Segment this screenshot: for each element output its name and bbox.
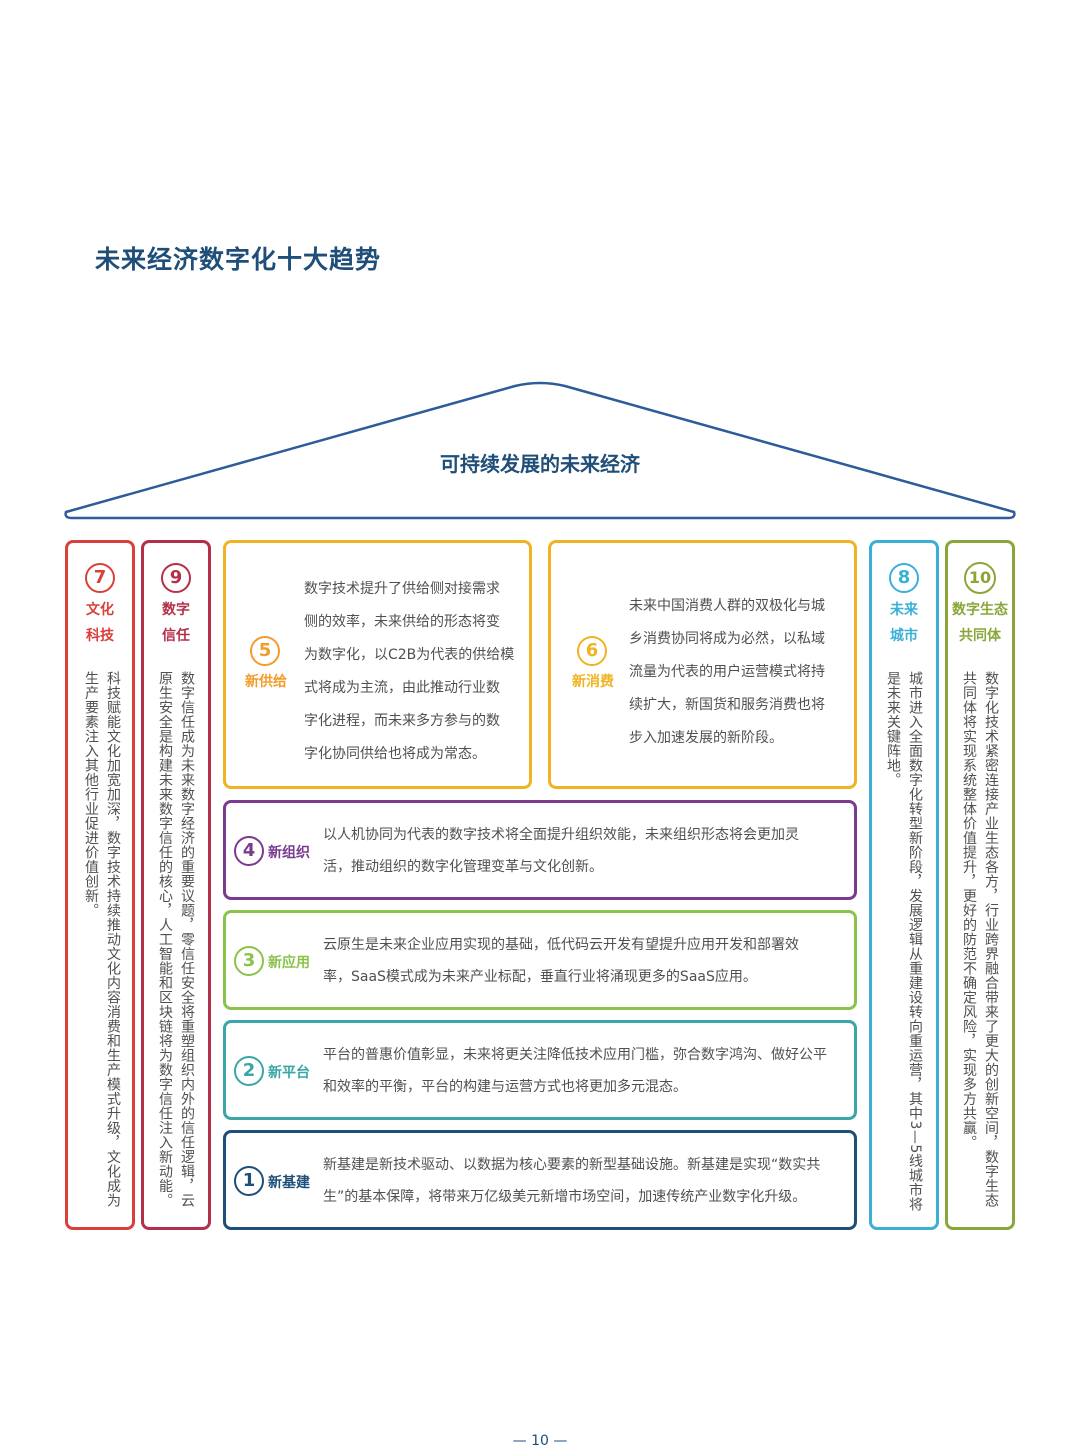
pillar-8-future-city: 8 未来 城市 城市进入全面数字化转型新阶段，发展逻辑从重建设转向重运营，其中3… xyxy=(869,540,939,1230)
pillar-9-digital-trust: 9 数字 信任 数字信任成为未来数字经济的重要议题，零信任安全将重塑组织内外的信… xyxy=(141,540,211,1230)
pillar-10-tag-1: 数字生态 xyxy=(952,602,1008,618)
number-badge-5: 5 xyxy=(250,636,280,666)
trend-1-text: 新基建是新技术驱动、以数据为核心要素的新型基础设施。新基建是实现“数实共生”的基… xyxy=(323,1157,821,1205)
trend-6-tag: 新消费 xyxy=(572,674,614,690)
trend-5-tag: 新供给 xyxy=(245,674,287,690)
page-number: — 10 — xyxy=(512,1433,568,1449)
number-badge-9: 9 xyxy=(161,563,191,593)
pillar-9-text: 数字信任成为未来数字经济的重要议题，零信任安全将重塑组织内外的信任逻辑，云原生安… xyxy=(157,671,195,1208)
pillar-7-tag-2: 科技 xyxy=(86,628,114,644)
trend-3-tag: 新应用 xyxy=(268,955,310,971)
trend-6-text: 未来中国消费人群的双极化与城乡消费协同将成为必然，以私域 流量为代表的用户运营模… xyxy=(629,598,825,746)
number-badge-1: 1 xyxy=(234,1166,264,1196)
page-title: 未来经济数字化十大趋势 xyxy=(95,245,382,274)
trend-4-new-organization: 4 新组织 以人机协同为代表的数字技术将全面提升组织效能，未来组织形态将会更加灵… xyxy=(223,800,857,900)
trend-6-new-consumption: 6 新消费 未来中国消费人群的双极化与城乡消费协同将成为必然，以私域 流量为代表… xyxy=(548,540,857,789)
pillar-7-tag-1: 文化 xyxy=(86,602,114,618)
pillar-10-digital-ecosystem: 10 数字生态 共同体 数字化技术紧密连接产业生态各方，行业跨界融合带来了更大的… xyxy=(945,540,1015,1230)
roof-title: 可持续发展的未来经济 xyxy=(440,452,640,476)
trend-2-new-platform: 2 新平台 平台的普惠价值彰显，未来将更关注降低技术应用门槛，弥合数字鸿沟、做好… xyxy=(223,1020,857,1120)
trend-5-text: 数字技术提升了供给侧对接需求侧的效率，未来供给的形态将变 为数字化，以C2B为代… xyxy=(304,581,515,762)
number-badge-4: 4 xyxy=(234,836,264,866)
pillar-7-culture-tech: 7 文化 科技 科技赋能文化加宽加深，数字技术持续推动文化内容消费和生产模式升级… xyxy=(65,540,135,1230)
number-badge-8: 8 xyxy=(889,563,919,593)
trend-2-tag: 新平台 xyxy=(268,1065,310,1081)
number-badge-3: 3 xyxy=(234,946,264,976)
trend-2-text: 平台的普惠价值彰显，未来将更关注降低技术应用门槛，弥合数字鸿沟、做好公平和效率的… xyxy=(323,1047,827,1095)
pillar-10-tag-2: 共同体 xyxy=(959,628,1001,644)
number-badge-2: 2 xyxy=(234,1056,264,1086)
pillar-8-text: 城市进入全面数字化转型新阶段，发展逻辑从重建设转向重运营，其中3—5线城市将是未… xyxy=(885,671,923,1212)
pillar-10-text: 数字化技术紧密连接产业生态各方，行业跨界融合带来了更大的创新空间，数字生态共同体… xyxy=(961,671,999,1208)
trend-1-tag: 新基建 xyxy=(268,1175,310,1191)
trend-4-text: 以人机协同为代表的数字技术将全面提升组织效能，未来组织形态将会更加灵活，推动组织… xyxy=(323,827,799,875)
trend-5-new-supply: 5 新供给 数字技术提升了供给侧对接需求侧的效率，未来供给的形态将变 为数字化，… xyxy=(223,540,532,789)
pillar-9-tag-2: 信任 xyxy=(162,628,190,644)
roof-outline xyxy=(64,381,1016,520)
number-badge-10: 10 xyxy=(964,562,996,594)
pillar-9-tag-1: 数字 xyxy=(162,602,190,618)
number-badge-6: 6 xyxy=(577,636,607,666)
trend-1-new-infrastructure: 1 新基建 新基建是新技术驱动、以数据为核心要素的新型基础设施。新基建是实现“数… xyxy=(223,1130,857,1230)
number-badge-7: 7 xyxy=(85,563,115,593)
pillar-8-tag-1: 未来 xyxy=(890,602,918,618)
pillar-7-text: 科技赋能文化加宽加深，数字技术持续推动文化内容消费和生产模式升级，文化成为生产要… xyxy=(83,671,121,1208)
trend-3-new-application: 3 新应用 云原生是未来企业应用实现的基础，低代码云开发有望提升应用开发和部署效… xyxy=(223,910,857,1010)
trend-4-tag: 新组织 xyxy=(268,845,310,861)
trend-3-text: 云原生是未来企业应用实现的基础，低代码云开发有望提升应用开发和部署效率，SaaS… xyxy=(323,937,799,985)
pillar-8-tag-2: 城市 xyxy=(890,628,918,644)
